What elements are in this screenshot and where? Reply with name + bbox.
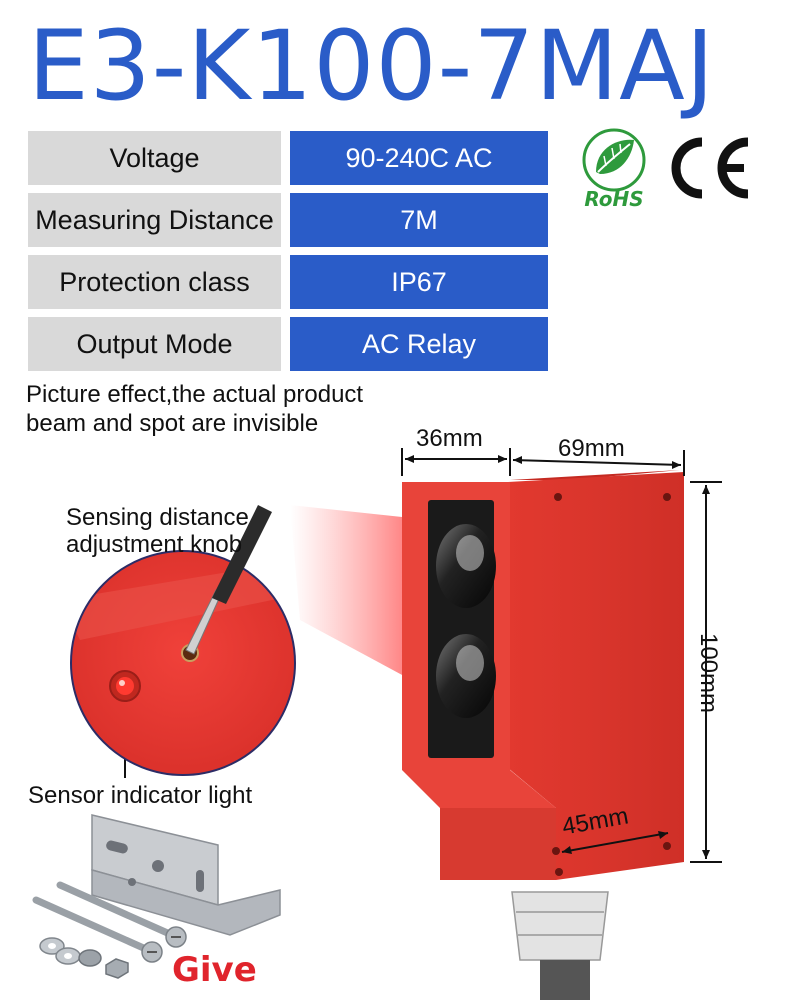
product-title: E3-K100-7MAJ (28, 10, 716, 122)
rohs-leaf-icon: RoHS (574, 128, 654, 211)
knob-callout: Sensing distance adjustment knob (66, 504, 249, 558)
callout-line: adjustment knob (66, 531, 243, 558)
spec-value: IP67 (290, 255, 548, 309)
dimension-width: 36mm (416, 425, 483, 452)
spec-label: Output Mode (28, 317, 281, 371)
accessories-label: Give (172, 950, 257, 990)
dimension-depth: 69mm (558, 435, 625, 462)
spec-label: Protection class (28, 255, 281, 309)
picture-effect-note: Picture effect,the actual product beam a… (26, 380, 446, 438)
spec-label: Voltage (28, 131, 281, 185)
note-line: Picture effect,the actual product (26, 381, 364, 408)
spec-value: AC Relay (290, 317, 548, 371)
spec-row-output: Output Mode AC Relay (28, 317, 548, 371)
note-line: beam and spot are invisible (26, 410, 319, 437)
ce-mark-icon (664, 136, 754, 200)
spec-label: Measuring Distance (28, 193, 281, 247)
spec-value: 7M (290, 193, 548, 247)
indicator-callout: Sensor indicator light (28, 782, 253, 809)
spec-row-protection: Protection class IP67 (28, 255, 548, 309)
spec-row-distance: Measuring Distance 7M (28, 193, 548, 247)
callout-line: Sensing distance (66, 504, 249, 531)
spec-row-voltage: Voltage 90-240C AC (28, 131, 548, 185)
rohs-text: RoHS (584, 187, 643, 211)
spec-value: 90-240C AC (290, 131, 548, 185)
